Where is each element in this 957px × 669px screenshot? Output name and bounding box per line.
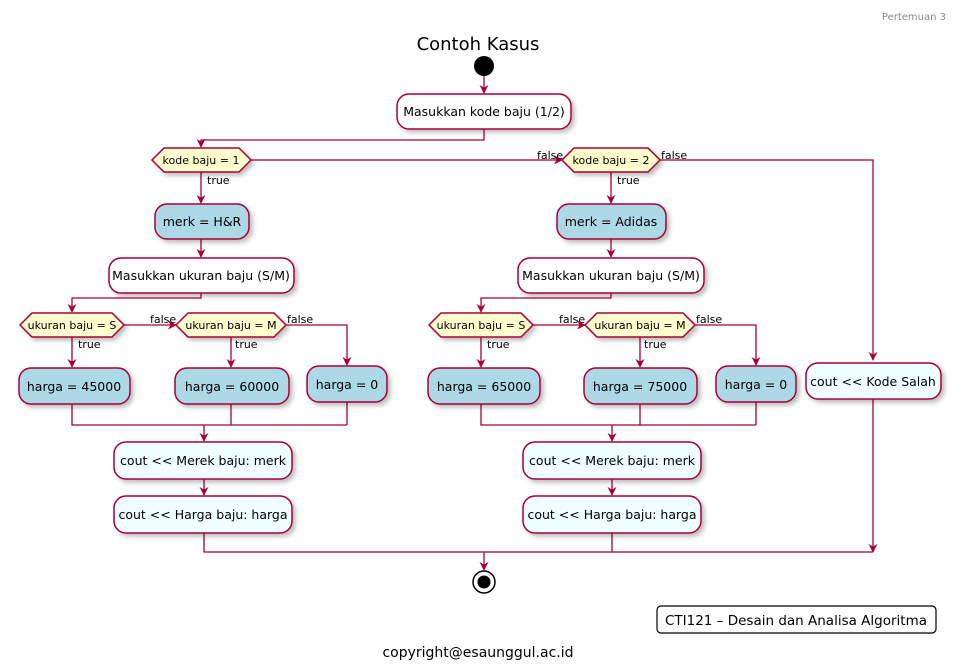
label-false: false — [537, 149, 563, 162]
start-node — [474, 56, 494, 76]
decision-text: ukuran baju = S — [28, 319, 117, 332]
page-header: Pertemuan 3 — [882, 12, 946, 23]
action-node-harga-75000: harga = 75000 — [583, 367, 698, 405]
action-node-input-size-right: Masukkan ukuran baju (S/M) — [517, 257, 705, 294]
course-box: CTI121 – Desain dan Analisa Algoritma — [656, 605, 937, 634]
action-node-merk-adidas: merk = Adidas — [556, 203, 667, 240]
decision-node-size-s-left: ukuran baju = S — [18, 312, 126, 338]
action-text: merk = H&R — [163, 214, 242, 229]
decision-text: ukuran baju = M — [594, 319, 685, 332]
action-node-out-merk-right: cout << Merek baju: merk — [522, 441, 702, 480]
end-node — [472, 570, 496, 594]
action-text: harga = 45000 — [27, 379, 121, 394]
action-text: cout << Kode Salah — [810, 374, 936, 389]
action-text: Masukkan ukuran baju (S/M) — [522, 268, 700, 283]
edge-labels: true false true false true false true fa… — [78, 149, 722, 351]
decision-text: kode baju = 1 — [163, 154, 240, 167]
decision-node-code2: kode baju = 2 — [560, 147, 662, 173]
decision-text: kode baju = 2 — [573, 154, 650, 167]
label-true: true — [78, 338, 101, 351]
action-text: harga = 0 — [725, 377, 788, 392]
decision-text: ukuran baju = M — [185, 319, 276, 332]
copyright-text: copyright@esaunggul.ac.id — [382, 645, 573, 661]
label-true: true — [235, 338, 258, 351]
label-false: false — [661, 149, 687, 162]
label-true: true — [644, 338, 667, 351]
action-text: Masukkan kode baju (1/2) — [403, 104, 565, 119]
label-false: false — [150, 313, 176, 326]
action-text: cout << Harga baju: harga — [118, 507, 287, 522]
course-text: CTI121 – Desain dan Analisa Algoritma — [665, 613, 927, 629]
action-text: cout << Merek baju: merk — [120, 453, 287, 468]
action-node-input-code: Masukkan kode baju (1/2) — [396, 93, 572, 130]
label-true: true — [207, 174, 230, 187]
action-node-out-harga-right: cout << Harga baju: harga — [522, 495, 702, 534]
action-node-harga-65000: harga = 65000 — [427, 367, 541, 405]
action-text: harga = 65000 — [437, 379, 531, 394]
action-text: cout << Harga baju: harga — [527, 507, 696, 522]
action-node-merk-hr: merk = H&R — [154, 203, 250, 240]
label-false: false — [696, 313, 722, 326]
action-node-harga-0-left: harga = 0 — [306, 365, 388, 403]
label-true: true — [487, 338, 510, 351]
action-text: harga = 75000 — [593, 379, 687, 394]
action-node-out-merk-left: cout << Merek baju: merk — [113, 441, 293, 480]
label-true: true — [617, 174, 640, 187]
action-text: merk = Adidas — [565, 214, 658, 229]
action-node-input-size-left: Masukkan ukuran baju (S/M) — [108, 257, 295, 294]
label-false: false — [287, 313, 313, 326]
label-false: false — [559, 313, 585, 326]
decision-node-size-m-right: ukuran baju = M — [583, 312, 697, 338]
action-node-harga-0-right: harga = 0 — [715, 365, 797, 403]
action-text: Masukkan ukuran baju (S/M) — [112, 268, 290, 283]
action-text: cout << Merek baju: merk — [529, 453, 696, 468]
action-node-out-harga-left: cout << Harga baju: harga — [113, 495, 293, 534]
action-node-kode-salah: cout << Kode Salah — [805, 362, 942, 400]
decision-node-size-m-left: ukuran baju = M — [174, 312, 288, 338]
decision-node-code1: kode baju = 1 — [150, 147, 253, 173]
diagram-title: Contoh Kasus — [417, 34, 540, 55]
edges — [67, 76, 878, 571]
action-text: harga = 60000 — [185, 379, 279, 394]
action-node-harga-60000: harga = 60000 — [174, 367, 290, 405]
decision-text: ukuran baju = S — [437, 319, 526, 332]
action-text: harga = 0 — [316, 377, 379, 392]
action-node-harga-45000: harga = 45000 — [18, 367, 131, 405]
decision-node-size-s-right: ukuran baju = S — [427, 312, 535, 338]
